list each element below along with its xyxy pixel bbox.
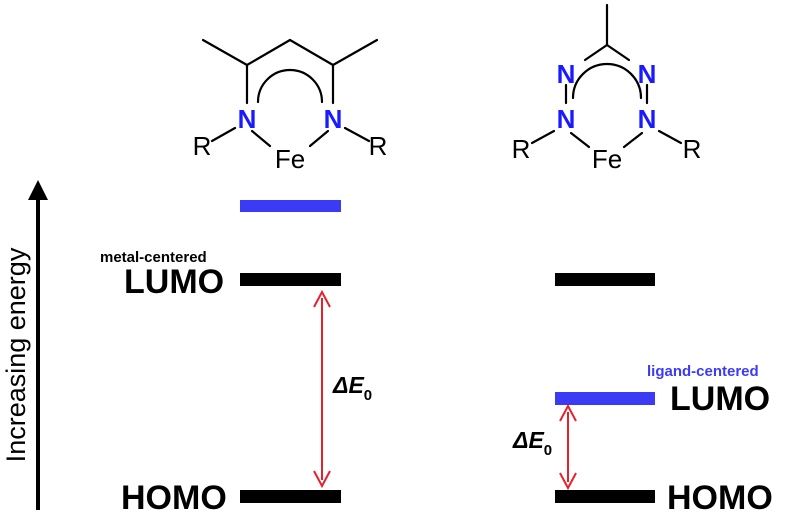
right-atom-n1: N (557, 59, 576, 89)
right-gap-symbol: ΔE (512, 427, 544, 453)
left-lumo-annotation: metal-centered (100, 249, 207, 266)
left-upper-level-bar (240, 200, 341, 212)
left-gap-symbol: ΔE (332, 372, 364, 398)
left-molecule-atoms: N N Fe R R (193, 104, 388, 174)
left-atom-n1: N (238, 104, 257, 134)
right-lumo-annotation: ligand-centered (647, 363, 759, 380)
left-energy-levels: metal-centered LUMO HOMO ΔE0 (100, 200, 372, 516)
left-molecule-structure (201, 38, 379, 148)
right-atom-r2: R (683, 134, 702, 164)
left-homo-label: HOMO (121, 479, 227, 516)
left-gap-subscript: 0 (364, 387, 372, 404)
left-gap-arrow (313, 289, 331, 489)
right-atom-fe: Fe (592, 144, 622, 174)
right-homo-bar (555, 490, 655, 503)
right-upper-level-bar (555, 273, 655, 286)
right-atom-n4: N (638, 104, 657, 134)
right-atom-n3: N (557, 104, 576, 134)
right-molecule-atoms: N N N N Fe R R (512, 59, 702, 174)
energy-axis-label: Increasing energy (1, 247, 31, 462)
energy-axis-arrowhead (28, 180, 48, 200)
left-atom-n2: N (324, 104, 343, 134)
right-molecule-structure (530, 3, 683, 149)
left-homo-bar (240, 490, 341, 503)
right-gap-label: ΔE0 (512, 427, 552, 459)
energy-axis: Increasing energy (1, 180, 48, 510)
left-lumo-bar (240, 273, 341, 286)
right-lumo-label: LUMO (670, 380, 770, 418)
right-gap-subscript: 0 (544, 442, 552, 459)
right-atom-r1: R (512, 134, 531, 164)
left-gap-label: ΔE0 (332, 372, 372, 404)
right-lumo-bar (555, 392, 655, 405)
right-homo-label: HOMO (667, 479, 773, 516)
left-atom-fe: Fe (275, 144, 305, 174)
left-atom-r1: R (193, 131, 212, 161)
right-atom-n2: N (638, 59, 657, 89)
right-energy-levels: ligand-centered LUMO HOMO ΔE0 (512, 273, 773, 516)
right-gap-arrow (559, 403, 577, 491)
left-atom-r2: R (369, 131, 388, 161)
left-lumo-label: LUMO (124, 263, 224, 301)
